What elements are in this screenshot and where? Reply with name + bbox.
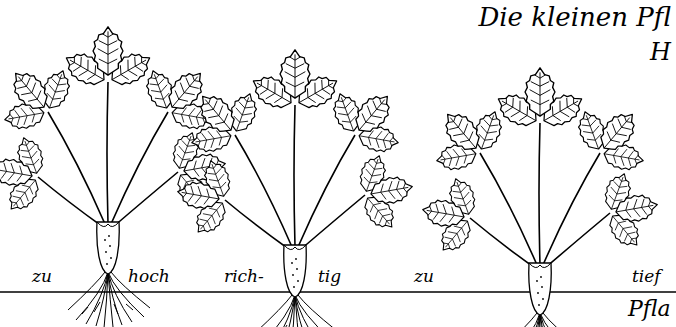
position-label: zu [412, 266, 436, 286]
position-label: tief [630, 266, 663, 286]
ground-line [0, 291, 676, 292]
plant-too-deep [414, 68, 666, 327]
plant-too-high [0, 27, 234, 327]
heading-fragment: Die kleinen Pfl [476, 2, 673, 33]
position-label: rich- [222, 266, 266, 286]
position-label: tig [316, 266, 343, 286]
heading-fragment: Pfla [626, 296, 673, 322]
position-label: zu [30, 266, 54, 286]
heading-fragment: H [648, 38, 673, 67]
plant-correct [169, 50, 421, 327]
position-label: hoch [126, 266, 172, 286]
